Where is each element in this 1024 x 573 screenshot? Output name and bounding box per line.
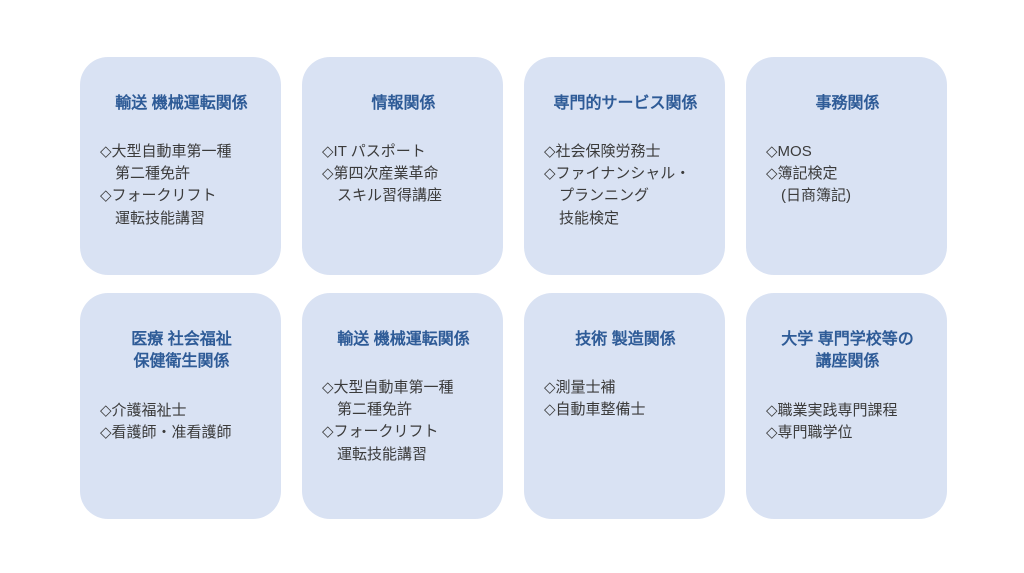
card-body: ◇職業実践専門課程 ◇専門職学位 [766,401,898,441]
card-body: ◇介護福祉士 ◇看護師・准看護師 [100,401,232,441]
card-medical-welfare-health: 医療 社会福祉 保健衛生関係 ◇介護福祉士 ◇看護師・准看護師 [80,293,281,519]
card-professional-services: 専門的サービス関係 ◇社会保険労務士 ◇ファイナンシャル・ プランニング 技能検… [524,57,725,275]
card-title: 情報関係 [371,95,436,112]
card-title: 大学 専門学校等の 講座関係 [781,331,914,371]
card-body: ◇大型自動車第一種 第二種免許 ◇フォークリフト 運転技能講習 [322,379,454,463]
card-clerical: 事務関係 ◇MOS ◇簿記検定 (日商簿記) [746,57,947,275]
card-body: ◇大型自動車第一種 第二種免許 ◇フォークリフト 運転技能講習 [100,143,232,227]
category-cards-grid: 輸送 機械運転関係 ◇大型自動車第一種 第二種免許 ◇フォークリフト 運転技能講… [80,57,947,519]
card-university-vocational-courses: 大学 専門学校等の 講座関係 ◇職業実践専門課程 ◇専門職学位 [746,293,947,519]
card-title: 専門的サービス関係 [553,95,698,112]
card-title: 技術 製造関係 [575,331,676,348]
card-title: 医療 社会福祉 保健衛生関係 [131,331,232,371]
card-technical-manufacturing: 技術 製造関係 ◇測量士補 ◇自動車整備士 [524,293,725,519]
card-body: ◇MOS ◇簿記検定 (日商簿記) [766,143,851,205]
card-body: ◇社会保険労務士 ◇ファイナンシャル・ プランニング 技能検定 [544,143,691,227]
card-information: 情報関係 ◇IT パスポート ◇第四次産業革命 スキル習得講座 [302,57,503,275]
card-body: ◇IT パスポート ◇第四次産業革命 スキル習得講座 [322,143,443,205]
card-title: 事務関係 [815,95,880,112]
card-transport-machinery-1: 輸送 機械運転関係 ◇大型自動車第一種 第二種免許 ◇フォークリフト 運転技能講… [80,57,281,275]
card-transport-machinery-2: 輸送 機械運転関係 ◇大型自動車第一種 第二種免許 ◇フォークリフト 運転技能講… [302,293,503,519]
card-body: ◇測量士補 ◇自動車整備士 [544,379,646,419]
card-title: 輸送 機械運転関係 [337,331,470,348]
card-title: 輸送 機械運転関係 [115,95,248,112]
